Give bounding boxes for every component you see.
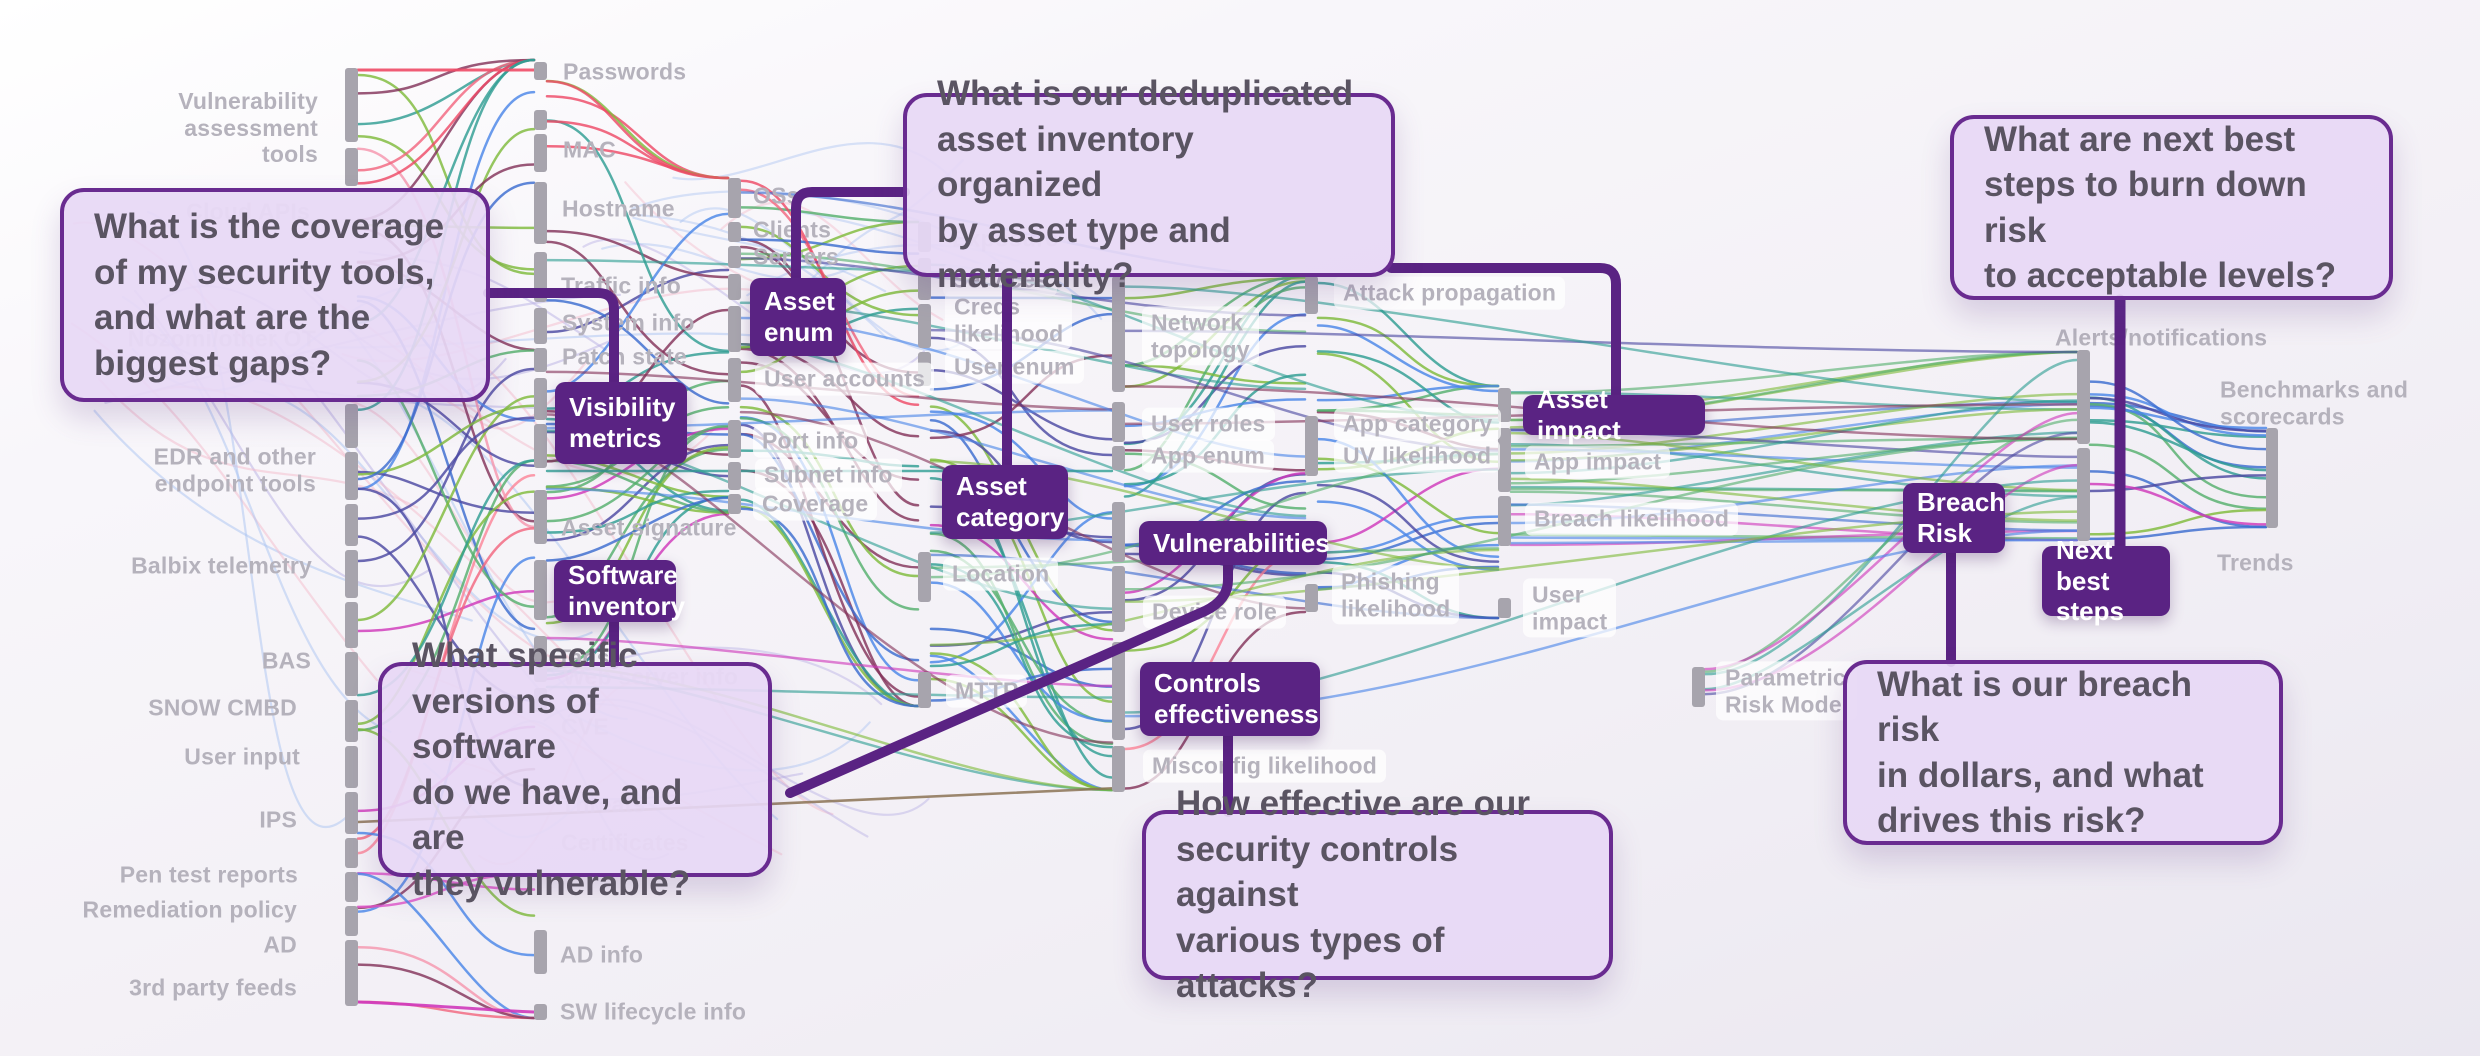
node-bar (345, 504, 358, 546)
node-bar (728, 358, 741, 402)
node-bar (534, 62, 547, 80)
field-label-user-accounts: User accounts (755, 362, 935, 396)
field-label-passwords: Passwords (563, 58, 687, 85)
node-bar (345, 792, 358, 834)
field-label-uv-likelihood: UV likelihood (1334, 439, 1501, 473)
node-bar (1498, 428, 1511, 492)
node-bar (2077, 448, 2090, 541)
node-bar (728, 420, 741, 458)
node-bar (345, 872, 358, 902)
node-bar (1498, 496, 1511, 546)
node-bar (1112, 276, 1125, 392)
source-label-remediation-policy: Remediation policy (82, 896, 297, 923)
hub-asset-category: Asset category (942, 465, 1068, 539)
field-label-parametric-risk-model: Parametric Risk Model (1716, 661, 1858, 721)
hub-vulnerabilities: Vulnerabilities (1139, 521, 1330, 565)
node-bar (1305, 276, 1318, 314)
callout-software-question: What specific versions of software do we… (378, 636, 772, 903)
node-bar (728, 306, 741, 352)
node-bar (1498, 598, 1511, 618)
field-label-trends: Trends (2217, 549, 2294, 576)
node-bar (534, 560, 547, 620)
field-label-mac: MAC (563, 136, 616, 163)
source-label-bas: BAS (261, 647, 311, 674)
node-bar (345, 404, 358, 448)
node-bar (345, 652, 358, 696)
source-label-pen-test-reports: Pen test reports (119, 861, 298, 888)
field-label-app-impact: App impact (1525, 445, 1671, 479)
field-label-breach-likelihood: Breach likelihood (1525, 502, 1739, 536)
node-bar (728, 494, 741, 514)
field-label-hostname: Hostname (562, 195, 675, 222)
field-label-asset-signature: Asset signature (561, 514, 737, 541)
field-label-phishing-likelihood: Phishing likelihood (1332, 565, 1460, 625)
node-bar (534, 110, 547, 130)
field-label-ad-info: AD info (560, 941, 644, 968)
field-label-app-enum: App enum (1142, 439, 1275, 473)
field-label-subnet-info: Subnet info (755, 458, 902, 492)
node-bar (345, 906, 358, 936)
node-bar (345, 838, 358, 868)
node-bar (2266, 428, 2278, 528)
node-bar (345, 700, 358, 742)
field-label-app-category: App category (1334, 407, 1502, 441)
node-bar (345, 148, 358, 186)
node-bar (534, 490, 547, 544)
node-bar (1112, 446, 1125, 470)
hub-software-inventory: Software inventory (554, 560, 685, 622)
node-bar (345, 68, 358, 142)
node-bar (2077, 350, 2090, 444)
node-bar (534, 1004, 547, 1020)
source-label-user-input: User input (184, 743, 300, 770)
node-bar (1305, 416, 1318, 476)
node-bar (534, 930, 547, 974)
source-label-snow-cmbd: SNOW CMBD (148, 694, 297, 721)
node-bar (345, 602, 358, 648)
field-label-sw-lifecycle-info: SW lifecycle info (560, 998, 747, 1025)
callout-next-steps-question: What are next best steps to burn down ri… (1950, 115, 2393, 300)
node-bar (728, 222, 741, 242)
field-label-network-topology: Network topology (1142, 306, 1259, 366)
node-bar (728, 462, 741, 490)
field-label-alerts-notifications: Alerts/notifications (2055, 324, 2268, 351)
node-bar (534, 424, 547, 468)
node-bar (728, 246, 741, 268)
callout-controls-question: How effective are our security controls … (1142, 784, 1613, 1005)
node-bar (1112, 502, 1125, 562)
hub-visibility-metrics: Visibility metrics (555, 382, 687, 464)
field-label-user-roles: User roles (1142, 407, 1275, 441)
hub-asset-enum: Asset enum (750, 278, 846, 356)
source-label-vulnerability-assessment-tools: Vulnerability assessment tools (178, 87, 318, 168)
node-bar (534, 134, 547, 172)
field-label-coverage: Coverage (753, 487, 878, 521)
field-label-benchmarks-scorecards: Benchmarks and scorecards (2220, 376, 2409, 429)
source-label-third-party-feeds: 3rd party feeds (129, 974, 297, 1001)
callout-coverage-question: What is the coverage of my security tool… (60, 188, 490, 402)
node-bar (918, 304, 931, 348)
hub-controls-effectiveness: Controls effectiveness (1140, 662, 1320, 736)
field-label-user-enum: User enum (945, 350, 1084, 384)
callout-inventory-question: What is our deduplicated asset inventory… (903, 74, 1395, 295)
node-bar (345, 746, 358, 788)
node-bar (1692, 667, 1705, 707)
node-bar (1112, 402, 1125, 442)
node-bar (345, 452, 358, 500)
node-bar (345, 550, 358, 598)
node-bar (728, 274, 741, 300)
field-label-user-impact: User impact (1523, 578, 1617, 638)
node-bar (1305, 584, 1318, 612)
node-bar (345, 940, 358, 1006)
source-label-edr-endpoint-tools: EDR and other endpoint tools (153, 443, 316, 496)
node-bar (728, 178, 741, 218)
source-label-ips: IPS (259, 806, 297, 833)
source-label-balbix-telemetry: Balbix telemetry (131, 552, 312, 579)
callout-breach-risk-question: What is our breach risk in dollars, and … (1843, 660, 2283, 845)
source-label-ad: AD (263, 931, 297, 958)
hub-breach-risk: Breach Risk (1903, 483, 2005, 553)
field-label-port-info: Port info (753, 424, 868, 458)
node-bar (534, 182, 547, 244)
